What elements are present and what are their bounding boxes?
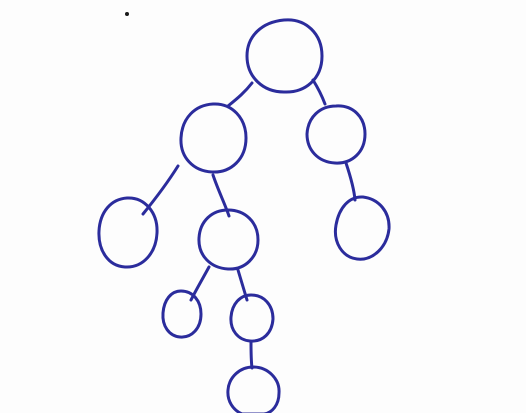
ink-dot [125, 12, 129, 16]
node-left [179, 102, 248, 174]
edge-left-leftleaf [141, 164, 180, 216]
node-right [305, 104, 367, 165]
node-mid [197, 208, 260, 271]
node-small-leaf [161, 289, 203, 339]
node-root [245, 18, 324, 94]
node-mid-right [229, 293, 275, 343]
edge-mid-right [236, 268, 249, 302]
node-right-leaf [333, 195, 391, 261]
edge-root-right [311, 78, 327, 106]
edge-left-mid [211, 173, 231, 218]
edge-root-left [226, 81, 254, 108]
node-bottom [226, 365, 281, 413]
edge-mid-small [189, 265, 211, 302]
node-left-leaf [97, 196, 159, 269]
edge-right-child [344, 161, 357, 202]
edge-bottom [249, 340, 254, 370]
